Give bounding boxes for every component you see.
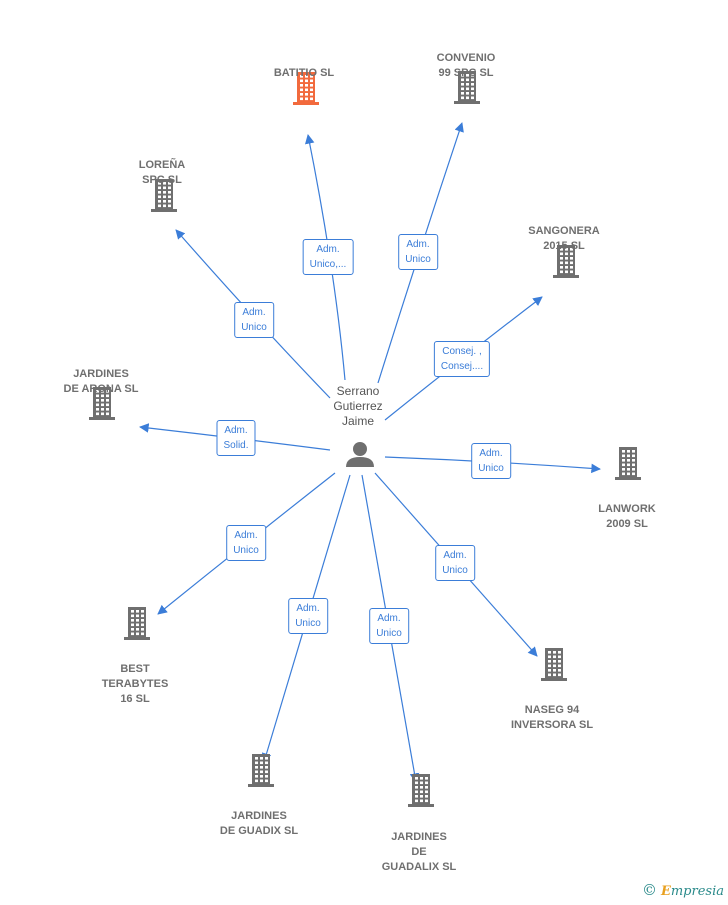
naseg-company-label[interactable]: NASEG 94 INVERSORA SL (510, 704, 594, 731)
sangonera-role-badge[interactable]: Consej. , Consej.... (433, 341, 491, 377)
guadalix-building-icon[interactable] (406, 772, 436, 813)
guadalix-company-label[interactable]: JARDINES DE GUADALIX SL (381, 831, 457, 873)
convenio-building-icon[interactable] (452, 69, 482, 110)
lorena-building-icon[interactable] (149, 177, 179, 218)
best-building-icon[interactable] (122, 605, 152, 646)
guadalix-role-badge[interactable]: Adm. Unico (369, 608, 409, 644)
copyright-icon: © (641, 881, 657, 899)
best-company-label[interactable]: BEST TERABYTES 16 SL (101, 663, 169, 705)
arona-role-badge[interactable]: Adm. Solid. (216, 420, 256, 456)
naseg-role-badge[interactable]: Adm. Unico (435, 545, 475, 581)
convenio-role-badge[interactable]: Adm. Unico (398, 234, 438, 270)
batitio-role-badge[interactable]: Adm. Unico,... (302, 239, 354, 275)
convenio-company-label[interactable]: CONVENIO 99 SPC SL (436, 52, 496, 79)
guadix-company-label[interactable]: JARDINES DE GUADIX SL (219, 810, 299, 837)
lanwork-building-icon[interactable] (613, 445, 643, 486)
best-role-badge[interactable]: Adm. Unico (226, 525, 266, 561)
lanwork-role-badge[interactable]: Adm. Unico (471, 443, 511, 479)
lanwork-company-label[interactable]: LANWORK 2009 SL (598, 503, 656, 530)
sangonera-building-icon[interactable] (551, 243, 581, 284)
batitio-company-label[interactable]: BATITIO SL (273, 67, 335, 79)
sangonera-company-label[interactable]: SANGONERA 2015 SL (528, 225, 600, 252)
brand-logo[interactable]: ©Empresia (641, 881, 724, 899)
lorena-company-label[interactable]: LOREÑA SPC SL (138, 159, 186, 186)
person-icon (346, 442, 374, 467)
naseg-building-icon[interactable] (539, 646, 569, 687)
person-name[interactable]: Serrano Gutierrez Jaime (333, 384, 383, 428)
guadix-role-badge[interactable]: Adm. Unico (288, 598, 328, 634)
lorena-role-badge[interactable]: Adm. Unico (234, 302, 274, 338)
guadix-building-icon[interactable] (246, 752, 276, 793)
batitio-building-icon[interactable] (291, 70, 321, 111)
arona-company-label[interactable]: JARDINES DE ARONA SL (63, 368, 139, 395)
arona-building-icon[interactable] (87, 385, 117, 426)
